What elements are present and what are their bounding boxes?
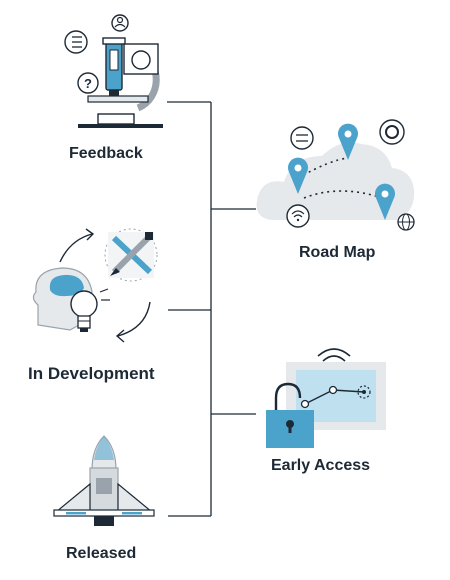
space-shuttle-icon [53,435,155,526]
svg-text:?: ? [84,76,92,91]
in-development-label: In Development [28,364,155,383]
cloud-map-pins-icon [256,119,415,231]
microscope-icon: ? [64,14,163,128]
released-label: Released [66,545,137,562]
road-map-label: Road Map [299,244,376,261]
padlock-screen-icon [266,348,386,448]
feedback-label: Feedback [69,145,143,162]
early-access-label: Early Access [271,457,371,474]
head-lightbulb-icon [32,228,158,343]
connector-lines [167,101,256,517]
